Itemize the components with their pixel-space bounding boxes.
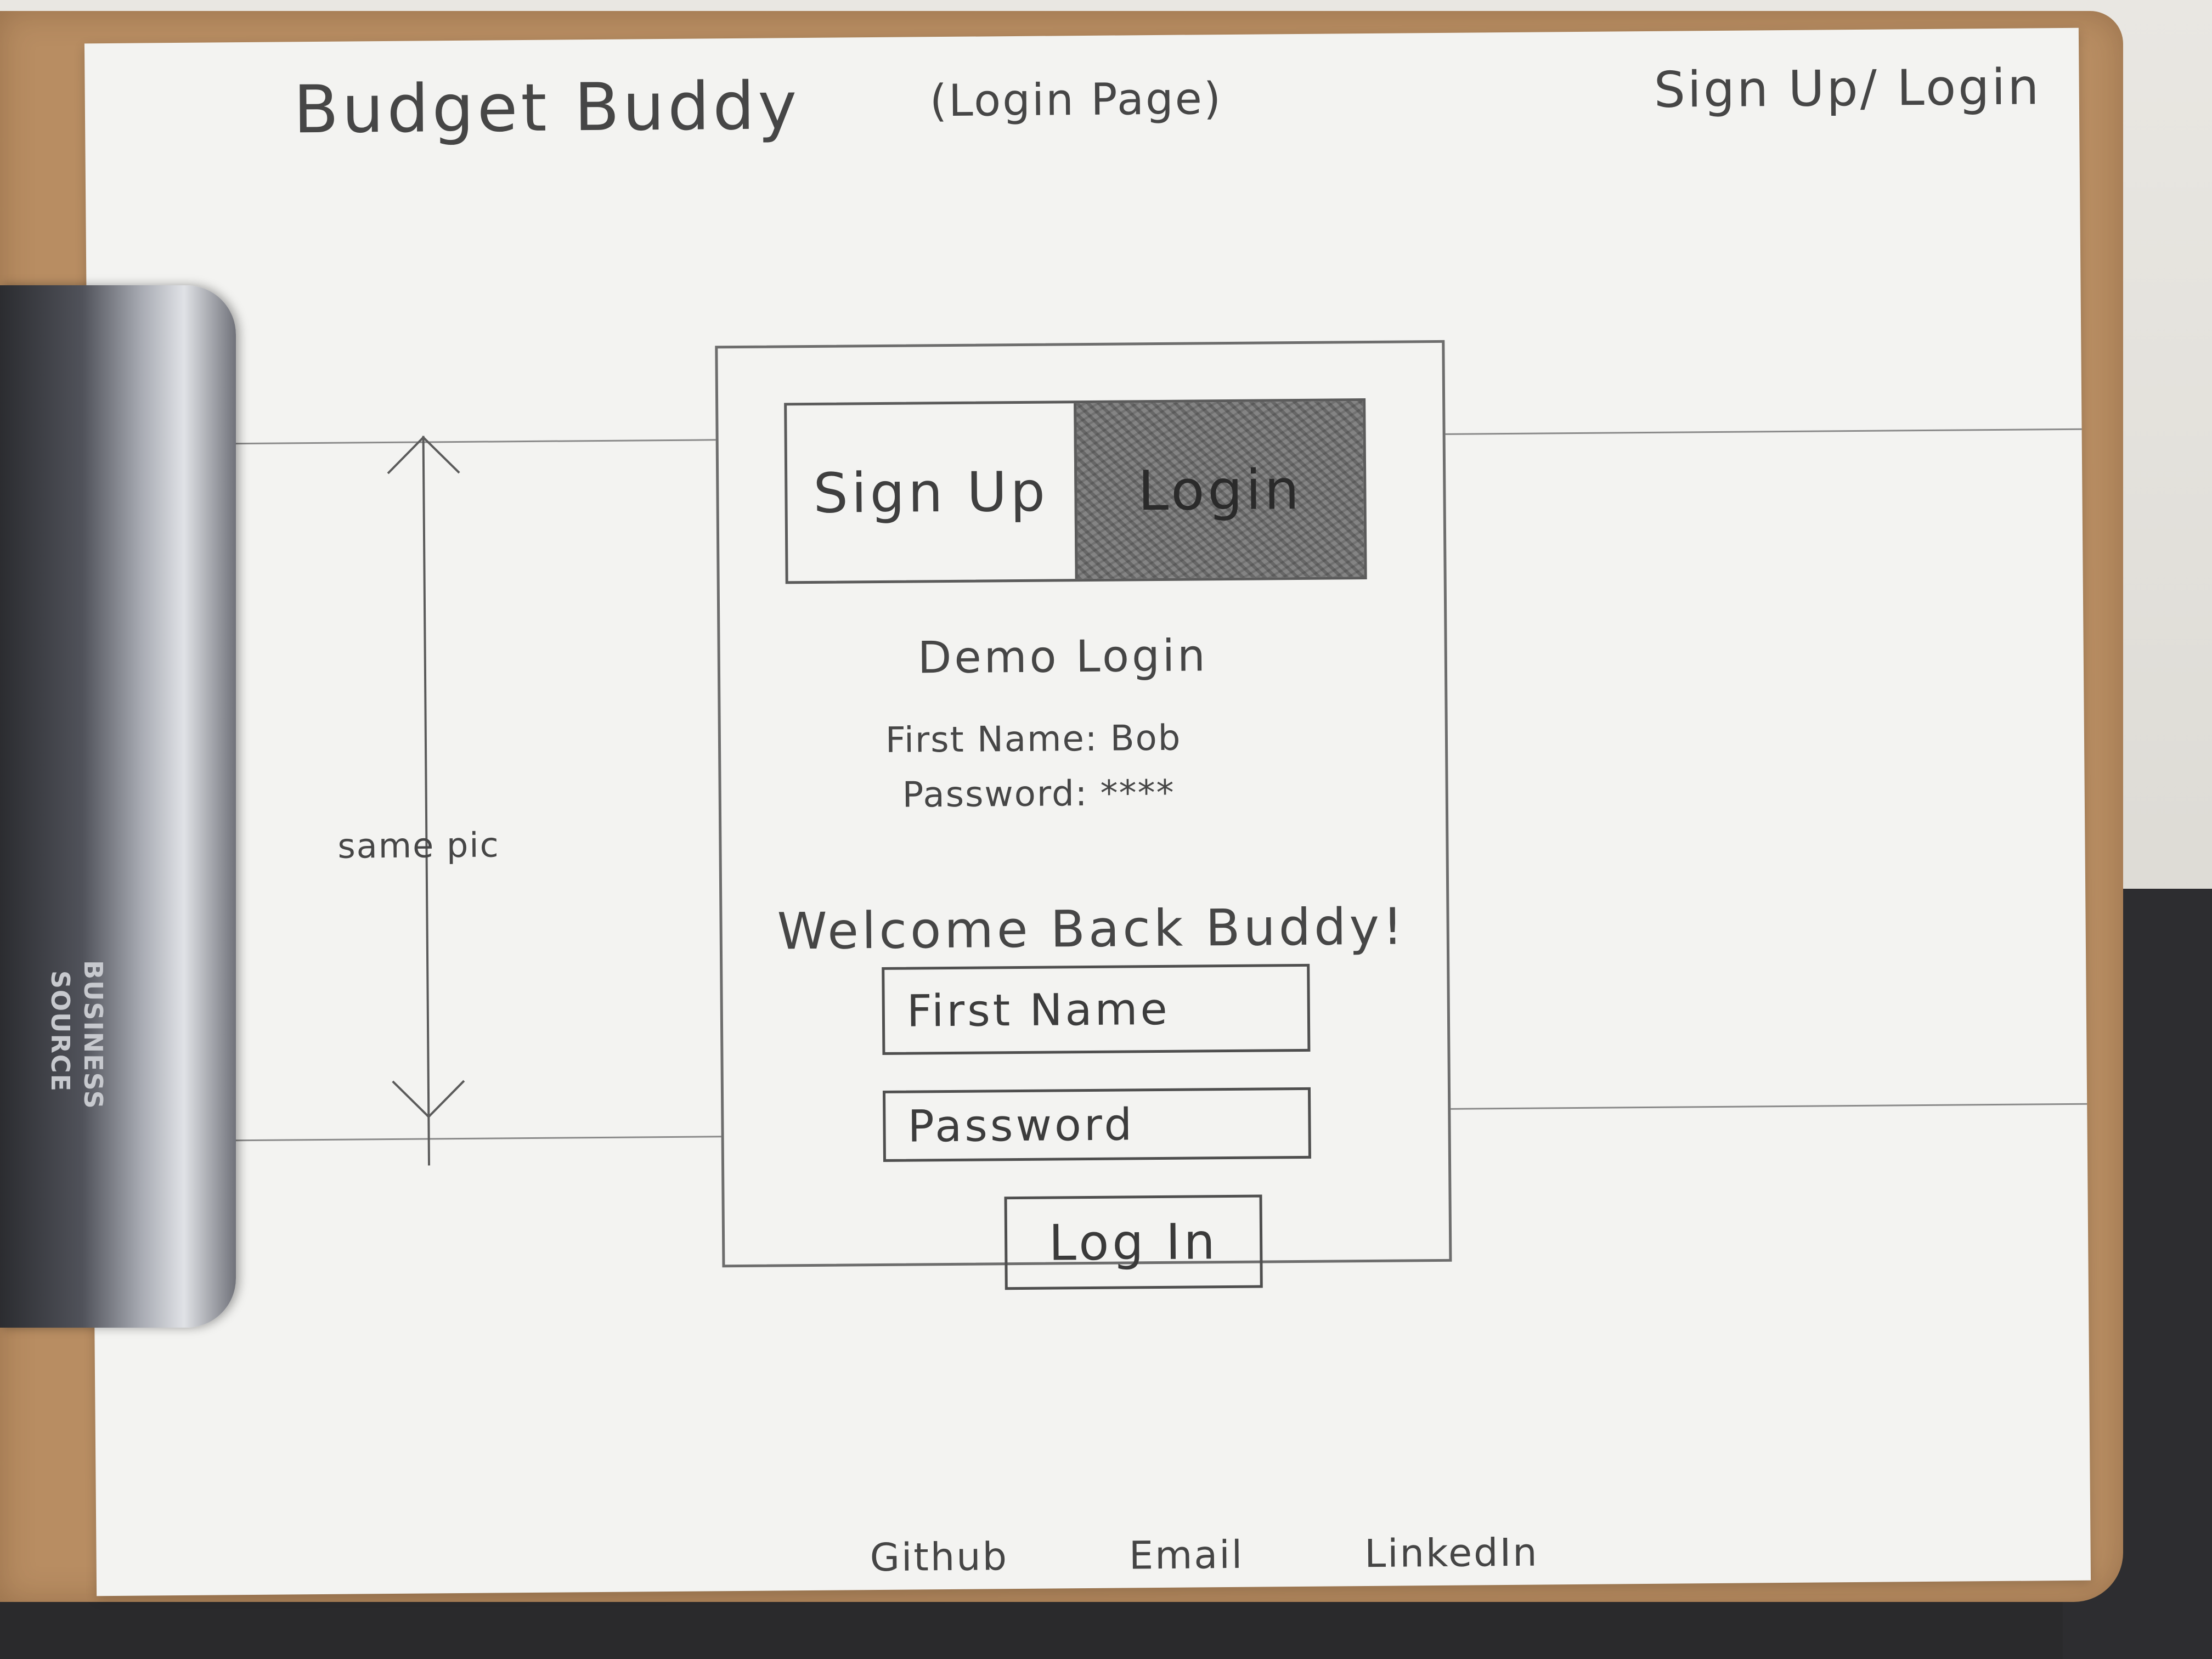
demo-first-name: First Name: Bob xyxy=(885,718,1182,761)
password-input[interactable] xyxy=(882,1087,1311,1162)
hero-bottom-line-right xyxy=(1451,1103,2087,1110)
clip-brand-text: BUSINESS SOURCE xyxy=(46,960,108,1110)
page-label: (Login Page) xyxy=(929,73,1223,127)
brand-logo[interactable]: Budget Buddy xyxy=(293,68,800,149)
demo-login-title: Demo Login xyxy=(917,630,1209,684)
footer-link-linkedin[interactable]: LinkedIn xyxy=(1364,1530,1539,1577)
auth-tabs: Sign Up Login xyxy=(784,398,1367,584)
auth-card: Sign Up Login Demo Login First Name: Bob… xyxy=(715,340,1452,1290)
log-in-button[interactable]: Log In xyxy=(1004,1194,1263,1290)
demo-password: Password: **** xyxy=(902,772,1175,816)
first-name-input[interactable] xyxy=(882,963,1311,1055)
arrow-down-icon xyxy=(392,1045,465,1119)
sketch-paper: Budget Buddy (Login Page) Sign Up/ Login… xyxy=(84,27,2091,1596)
hero-background-label: same pic xyxy=(337,825,500,866)
welcome-heading: Welcome Back Buddy! xyxy=(777,897,1407,961)
tab-sign-up[interactable]: Sign Up xyxy=(812,459,1049,526)
hero-top-line-right xyxy=(1445,428,2082,435)
footer-link-email[interactable]: Email xyxy=(1128,1532,1244,1578)
clipboard-clip: BUSINESS SOURCE xyxy=(0,285,236,1328)
signup-login-nav-link[interactable]: Sign Up/ Login xyxy=(1654,58,2041,119)
hero-height-arrow xyxy=(387,436,465,1166)
footer-link-github[interactable]: Github xyxy=(870,1534,1009,1581)
tab-login[interactable]: Login xyxy=(1073,401,1364,579)
arrow-up-icon xyxy=(387,436,460,509)
footer-links: Github Email LinkedIn xyxy=(870,1530,1539,1581)
